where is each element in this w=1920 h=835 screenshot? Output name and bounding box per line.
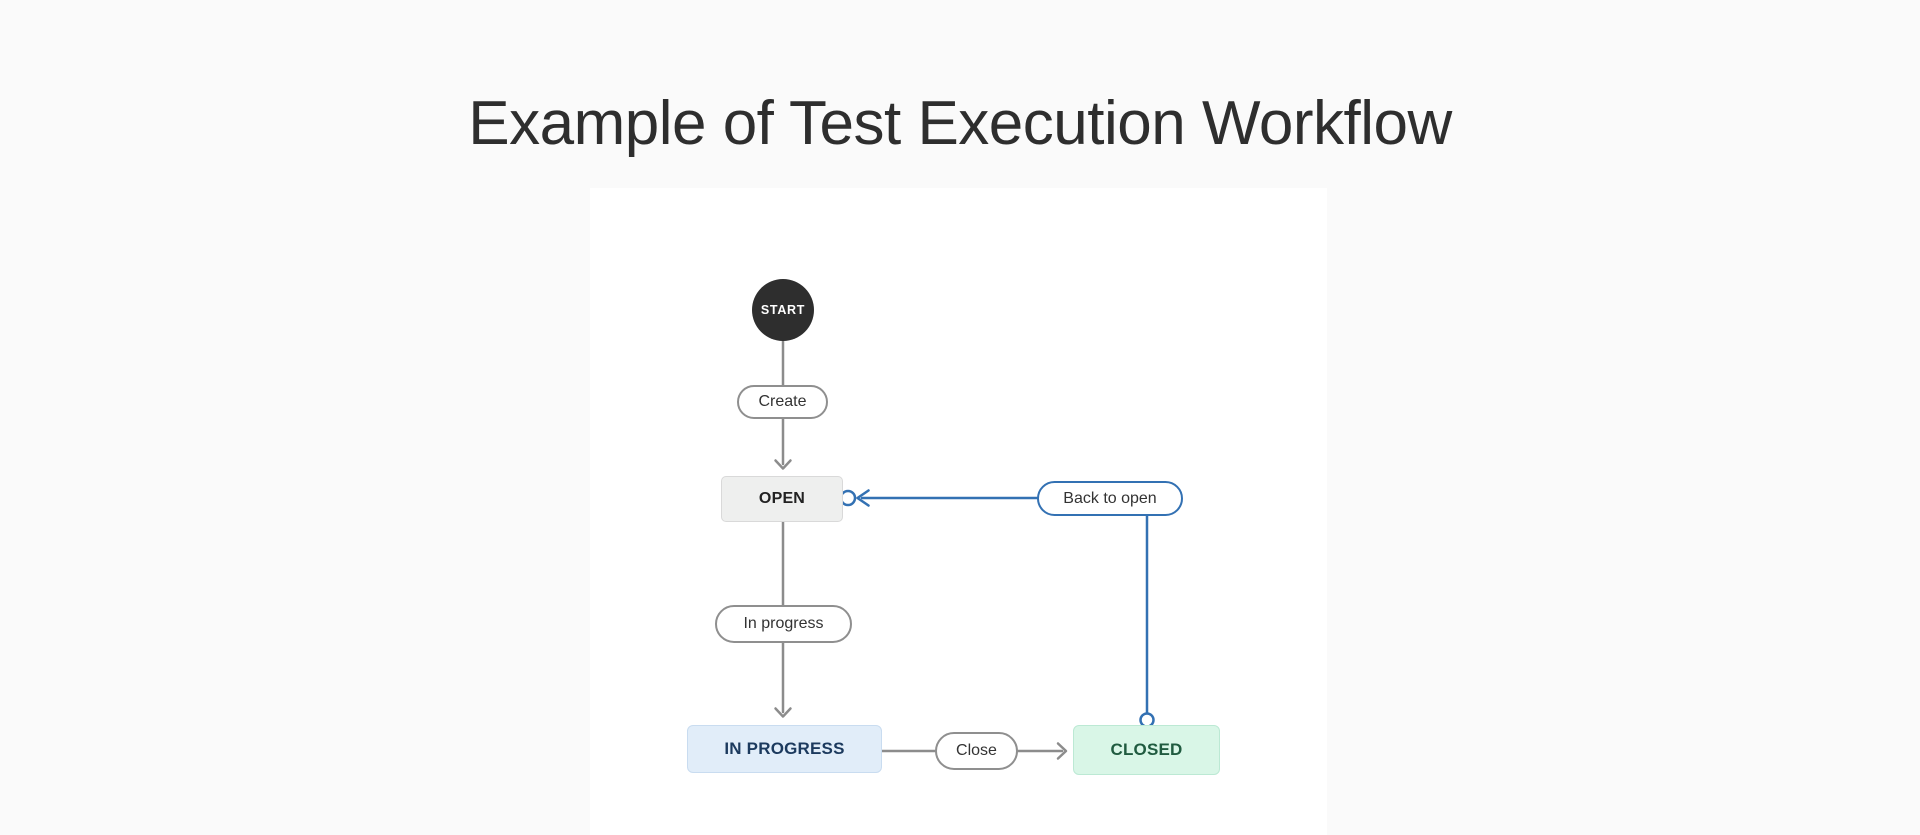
transition-create: Create: [737, 385, 828, 419]
page-title: Example of Test Execution Workflow: [468, 89, 1452, 158]
transition-close: Close: [935, 732, 1018, 770]
transition-back-to-open: Back to open: [1037, 481, 1183, 516]
start-node-label: START: [760, 303, 806, 317]
transition-in-progress: In progress: [715, 605, 852, 643]
status-closed-label: CLOSED: [1110, 740, 1183, 759]
transition-close-label: Close: [956, 742, 997, 759]
status-open-label: OPEN: [758, 490, 806, 507]
status-open: OPEN: [721, 476, 843, 522]
status-in-progress-label: IN PROGRESS: [724, 739, 845, 758]
transition-in-progress-label: In progress: [743, 615, 824, 632]
status-closed: CLOSED: [1073, 725, 1220, 775]
status-in-progress: IN PROGRESS: [687, 725, 882, 773]
transition-back-to-open-label: Back to open: [1063, 489, 1157, 507]
start-node: START: [752, 279, 814, 341]
transition-create-label: Create: [758, 393, 807, 410]
